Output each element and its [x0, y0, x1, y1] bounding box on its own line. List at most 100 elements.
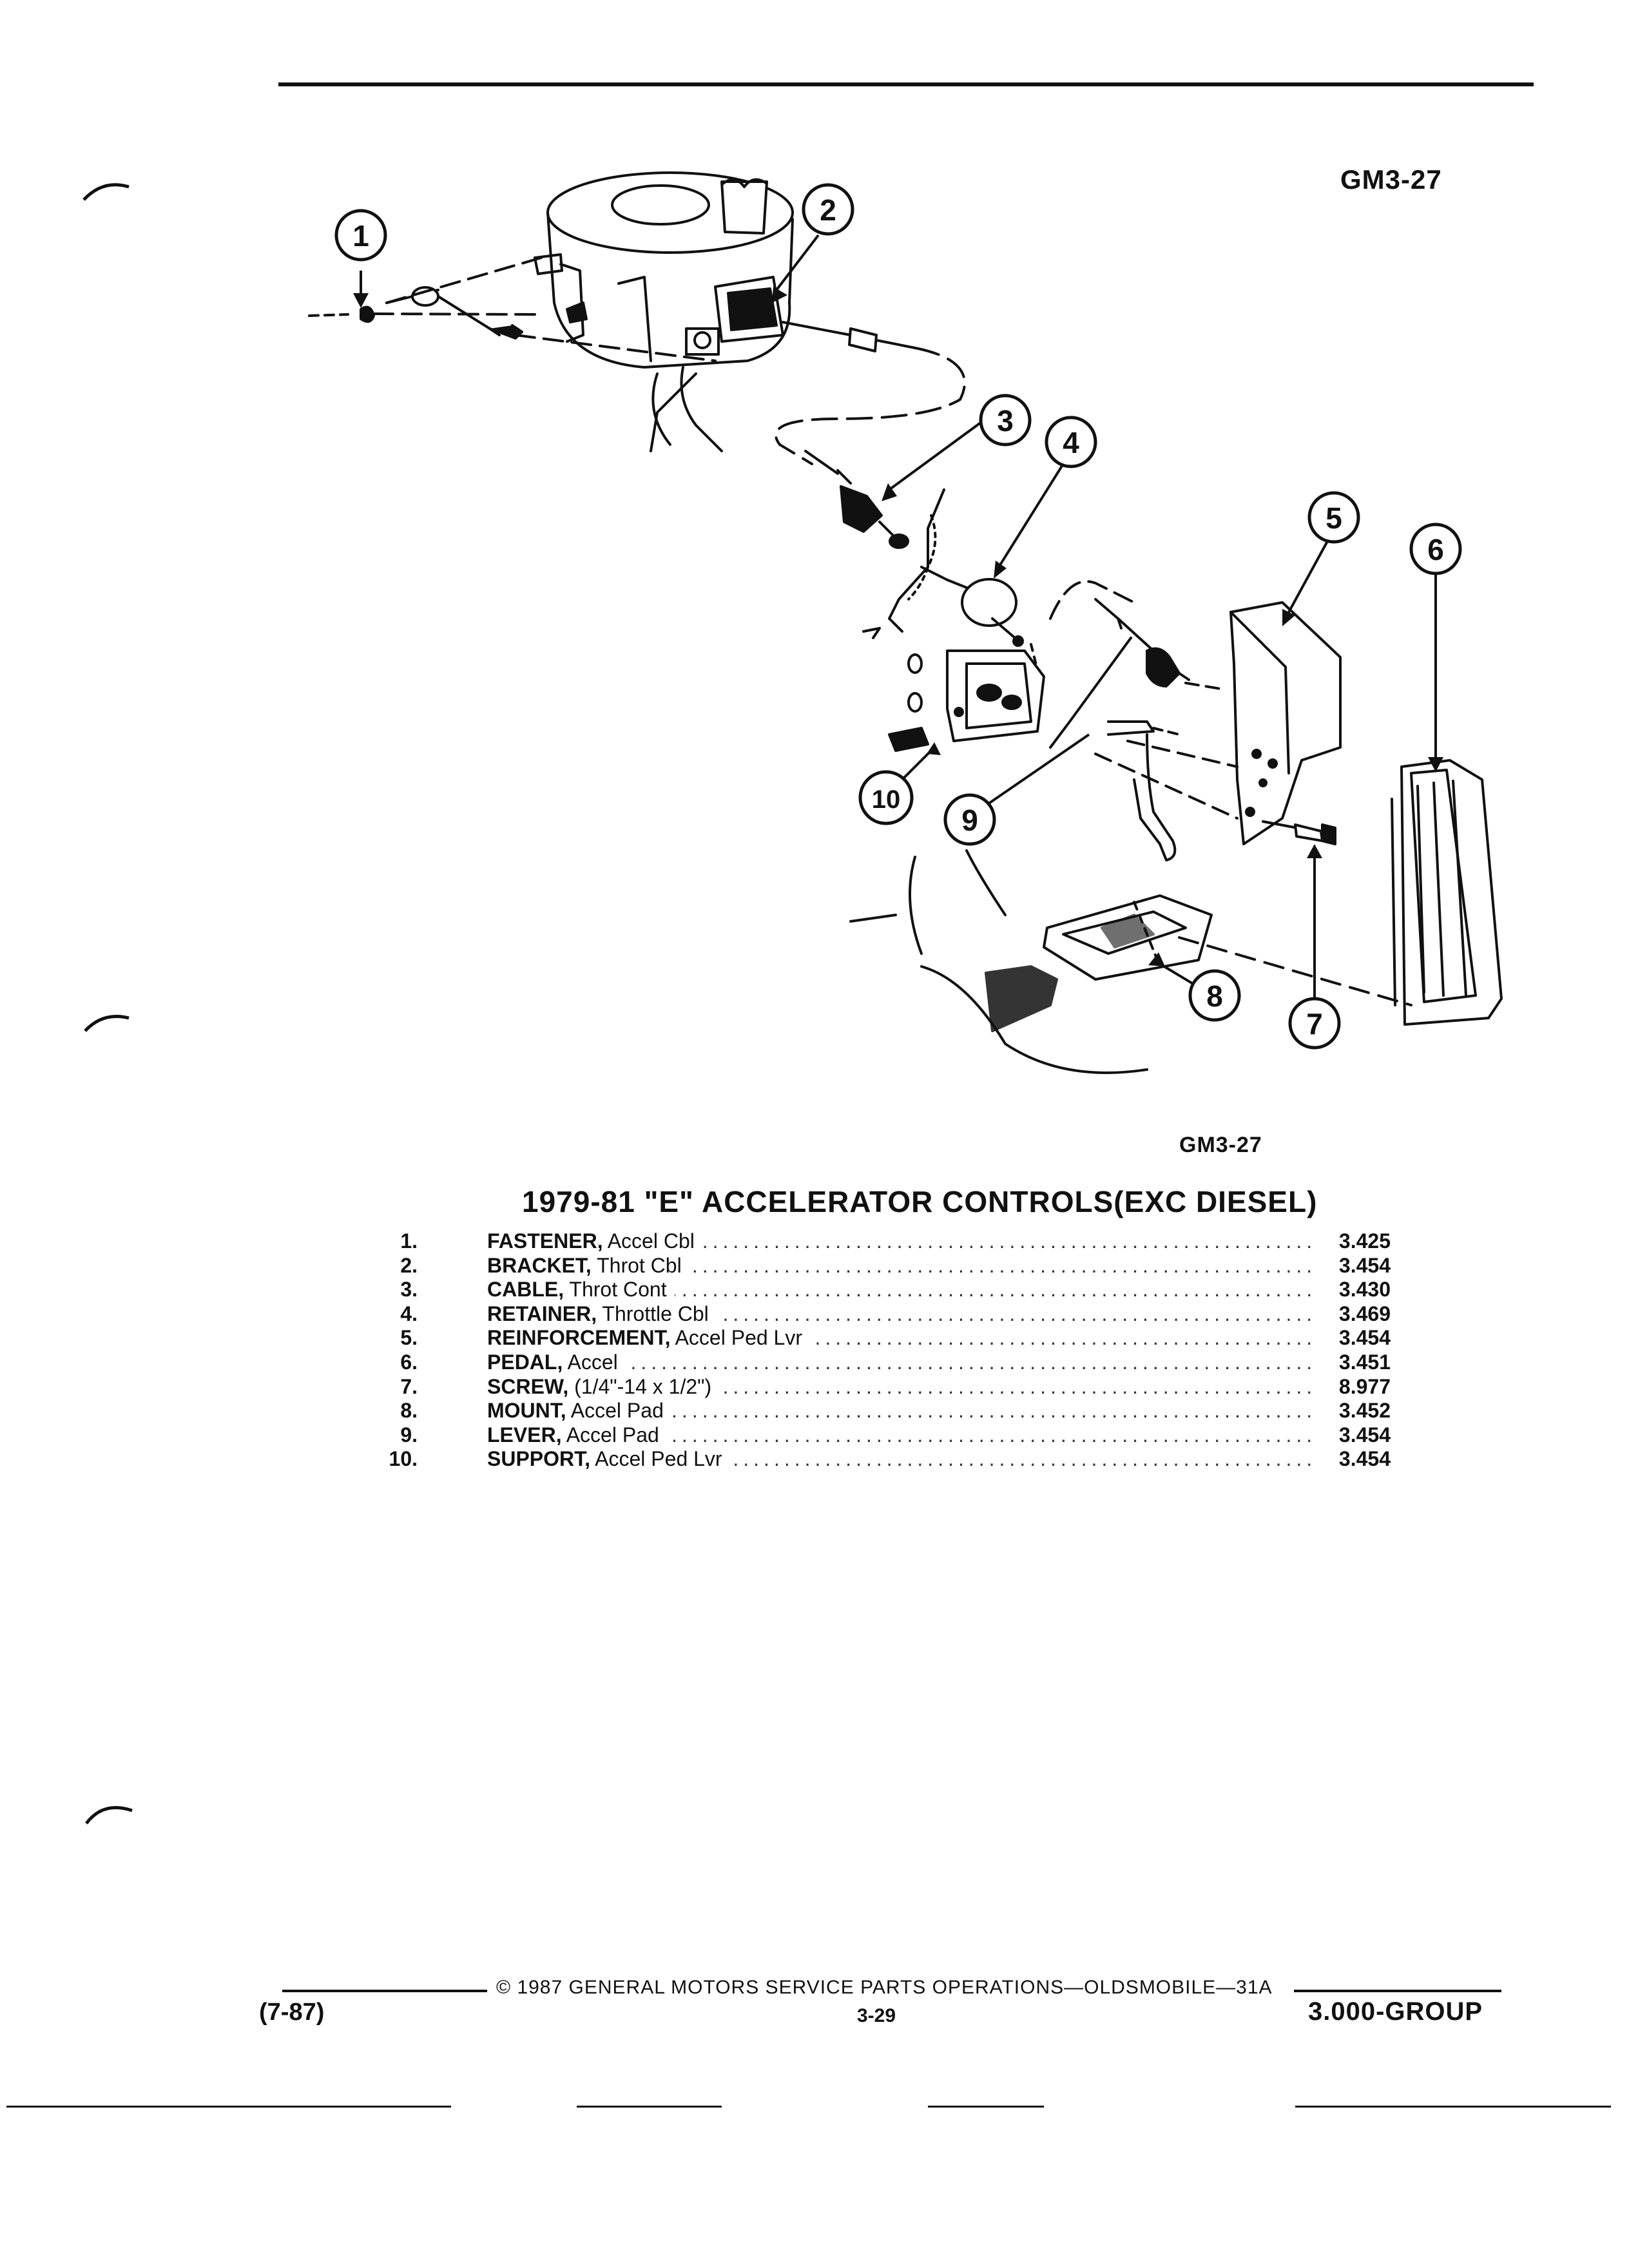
- mount-illustration: [1043, 894, 1412, 1006]
- part-number: 7.: [400, 1374, 418, 1398]
- reinforcement-illustration: [1094, 601, 1342, 845]
- callout-7: 7: [1288, 997, 1341, 1050]
- callout-3: 3: [979, 394, 1032, 447]
- part-number: 5.: [400, 1326, 418, 1350]
- footer-revision-date: (7-87): [259, 1999, 325, 2026]
- binder-mark-bottom: [84, 1806, 133, 1825]
- part-number: 1.: [400, 1229, 418, 1253]
- callout-8: 8: [1188, 969, 1241, 1022]
- part-row: 4.......................................…: [361, 1302, 1392, 1326]
- svg-text:9: 9: [961, 803, 978, 837]
- part-description: Accel Pad: [561, 1423, 659, 1446]
- part-description: Throt Cbl: [591, 1253, 682, 1277]
- part-row: 2.......................................…: [361, 1253, 1392, 1278]
- part-name-bold: LEVER,: [487, 1423, 562, 1446]
- figure-id-top: GM3-27: [1340, 164, 1442, 195]
- footer-page-number: 3-29: [857, 2005, 896, 2026]
- callout-6: 6: [1409, 523, 1462, 575]
- part-group-number: 3.454: [1313, 1423, 1391, 1447]
- top-rule: [278, 82, 1534, 86]
- svg-text:6: 6: [1427, 533, 1444, 566]
- callout-1: 1: [334, 209, 387, 262]
- lever-illustration: [1049, 598, 1190, 861]
- part-number: 3.: [400, 1278, 418, 1302]
- bracket-illustration: [714, 276, 916, 352]
- part-group-number: 3.454: [1313, 1253, 1391, 1278]
- part-name: SUPPORT, Accel Ped Lvr: [487, 1447, 730, 1472]
- part-row: 10......................................…: [361, 1447, 1392, 1472]
- callout-5: 5: [1307, 491, 1360, 544]
- footer-rule-left: [282, 1990, 487, 1992]
- scan-edge-line: [928, 2106, 1044, 2108]
- throttle-body-illustration: [534, 171, 794, 452]
- callout-9: 9: [943, 793, 996, 846]
- part-number: 2.: [400, 1253, 418, 1277]
- part-description: Accel Pad: [566, 1399, 664, 1423]
- svg-text:3: 3: [997, 404, 1014, 437]
- part-row: 9.......................................…: [361, 1423, 1392, 1447]
- callout-10: 10: [858, 770, 914, 825]
- part-group-number: 3.430: [1313, 1278, 1391, 1302]
- part-group-number: 3.469: [1313, 1302, 1391, 1326]
- part-name: RETAINER, Throttle Cbl: [487, 1302, 717, 1326]
- part-number: 6.: [400, 1350, 418, 1374]
- svg-text:1: 1: [352, 219, 369, 253]
- part-description: Throttle Cbl: [597, 1302, 709, 1325]
- part-name-bold: BRACKET,: [487, 1253, 592, 1277]
- callout-2: 2: [802, 183, 854, 236]
- part-number: 10.: [389, 1447, 418, 1471]
- part-name: LEVER, Accel Pad: [487, 1423, 667, 1447]
- part-name: CABLE, Throt Cont: [487, 1278, 675, 1302]
- cable-route-line: [775, 347, 966, 465]
- leader-lines: [360, 234, 1437, 999]
- svg-text:10: 10: [872, 785, 901, 814]
- part-group-number: 3.425: [1313, 1229, 1391, 1253]
- callout-4: 4: [1045, 416, 1097, 468]
- part-name: PEDAL, Accel: [487, 1350, 626, 1374]
- part-name-bold: MOUNT,: [487, 1399, 566, 1423]
- binder-mark-middle: [84, 1015, 130, 1032]
- scan-edge-line: [1295, 2106, 1611, 2108]
- part-description: Accel Cbl: [602, 1229, 695, 1253]
- part-row: 7.......................................…: [361, 1374, 1392, 1399]
- screw-illustration: [1262, 820, 1336, 845]
- firewall-illustration: [862, 488, 945, 639]
- exploded-view-diagram: 1 2 3 4 5 6 7 8 9 10: [308, 171, 1503, 1074]
- part-name: REINFORCEMENT, Accel Ped Lvr: [487, 1326, 810, 1350]
- part-row: 1.......................................…: [361, 1229, 1392, 1253]
- svg-text:5: 5: [1325, 501, 1342, 535]
- support-illustration: [888, 649, 1045, 752]
- part-group-number: 8.977: [1313, 1374, 1391, 1399]
- part-group-number: 3.454: [1313, 1447, 1391, 1472]
- part-name-bold: REINFORCEMENT,: [487, 1326, 671, 1350]
- binder-marks: [82, 183, 133, 1825]
- footer-rule-right: [1294, 1990, 1501, 1992]
- part-number: 4.: [400, 1302, 418, 1325]
- part-name: MOUNT, Accel Pad: [487, 1399, 671, 1423]
- part-row: 5.......................................…: [361, 1326, 1392, 1350]
- part-description: Accel: [563, 1350, 618, 1374]
- part-row: 6.......................................…: [361, 1350, 1392, 1374]
- part-group-number: 3.451: [1313, 1350, 1391, 1374]
- scan-edge-line: [577, 2106, 722, 2108]
- svg-text:2: 2: [820, 193, 836, 227]
- retainer-illustration: [920, 566, 1135, 671]
- pedal-illustration: [1391, 759, 1503, 1026]
- binder-mark-top: [82, 183, 130, 201]
- part-row: 3.......................................…: [361, 1278, 1392, 1302]
- fastener-illustration: [308, 256, 717, 362]
- part-name: FASTENER, Accel Cbl: [487, 1229, 702, 1253]
- part-name-bold: RETAINER,: [487, 1302, 597, 1325]
- floor-illustration: [849, 849, 1148, 1074]
- callout-circles: 1 2 3 4 5 6 7 8 9 10: [334, 183, 1462, 1050]
- svg-text:4: 4: [1063, 426, 1079, 459]
- cable-end-illustration: [804, 450, 909, 549]
- part-name-bold: FASTENER,: [487, 1229, 603, 1253]
- part-description: Accel Ped Lvr: [670, 1326, 802, 1350]
- part-group-number: 3.452: [1313, 1399, 1391, 1423]
- parts-list-title: 1979-81 "E" ACCELERATOR CONTROLS(EXC DIE…: [522, 1185, 1318, 1218]
- part-number: 8.: [400, 1399, 418, 1423]
- part-number: 9.: [400, 1423, 418, 1446]
- footer-copyright: © 1987 GENERAL MOTORS SERVICE PARTS OPER…: [496, 1977, 1273, 1998]
- part-name-bold: SCREW,: [487, 1374, 569, 1398]
